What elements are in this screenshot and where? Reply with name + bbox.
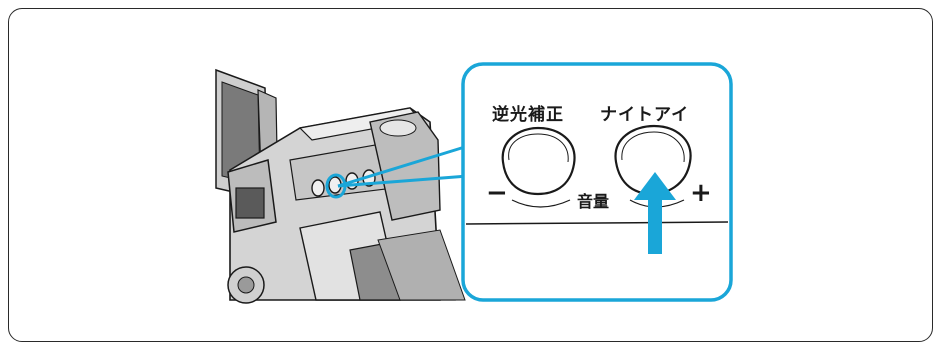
- volume-label: 音量: [574, 188, 613, 212]
- volume-plus-label: +: [690, 178, 712, 208]
- zoom-callout: [461, 62, 733, 302]
- callout-leader: [325, 144, 469, 199]
- up-arrow-icon: [634, 172, 676, 254]
- night-eye-label: ナイトアイ: [600, 105, 690, 125]
- camera-body: [227, 107, 466, 304]
- volume-minus-label: −: [486, 178, 508, 208]
- backlight-label: 逆光補正: [492, 105, 564, 125]
- backlight-button-shape: [501, 126, 576, 196]
